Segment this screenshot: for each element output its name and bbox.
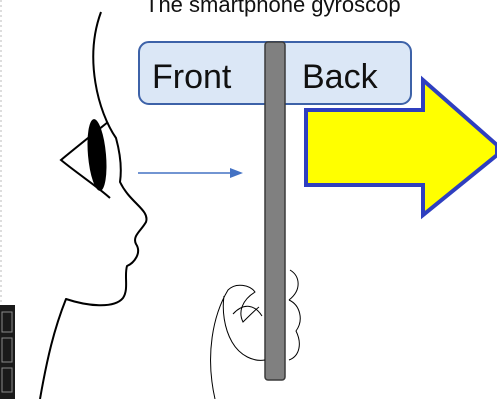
direction-arrow-icon [304,75,497,220]
back-label: Back [302,58,379,96]
front-label: Front [152,58,232,96]
caption-text: The smartphone gyroscop [145,0,401,17]
eye-icon [59,119,111,199]
gaze-arrow-icon [138,168,243,178]
left-edge-block [0,305,15,399]
hand-icon [210,269,301,399]
smartphone-icon [264,41,286,381]
face-profile-icon [39,11,148,399]
